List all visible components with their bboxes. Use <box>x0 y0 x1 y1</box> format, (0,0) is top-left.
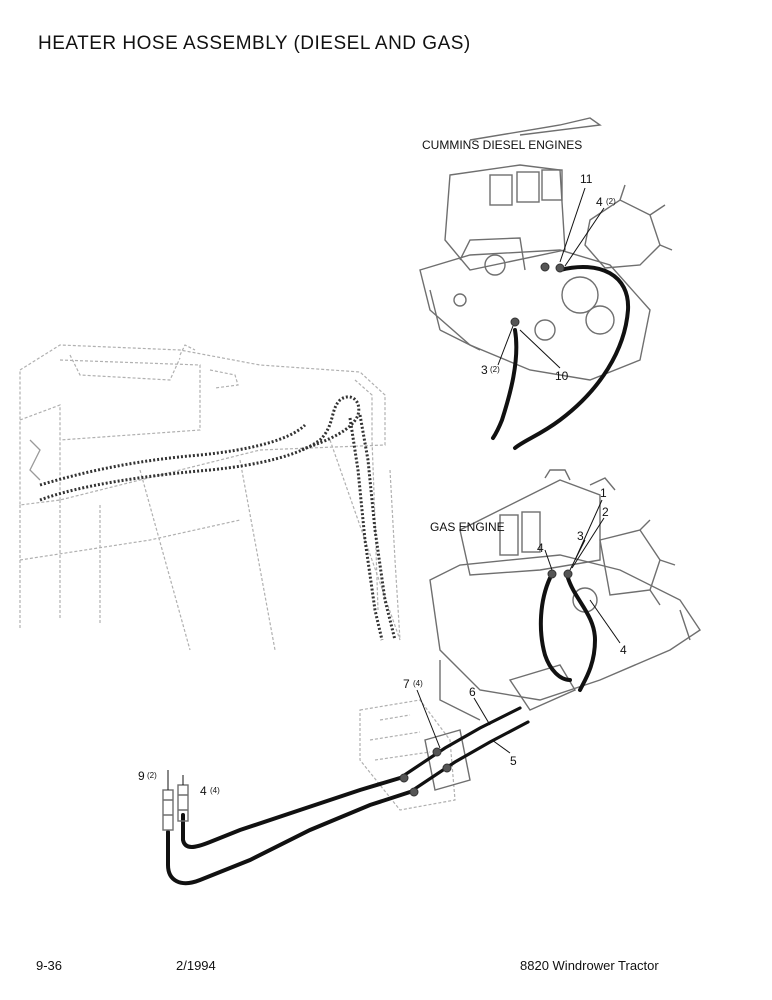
page-title: HEATER HOSE ASSEMBLY (DIESEL AND GAS) <box>38 33 471 54</box>
diesel-engine <box>419 117 673 381</box>
diesel-heater-hoses <box>491 262 631 450</box>
caption-gas-engine: GAS ENGINE <box>430 520 505 534</box>
callout-3-gas: 3 <box>577 529 584 543</box>
callout-6: 6 <box>469 685 476 699</box>
bulkhead-bracket <box>359 699 471 811</box>
callout-4-gas-right: 4 <box>620 643 627 657</box>
gas-engine <box>429 469 701 721</box>
callout-labels: 11 4 (2) 3 (2) 10 1 2 3 4 4 7 (4) 6 5 9 … <box>138 172 627 798</box>
callout-leaders <box>416 187 621 754</box>
callout-11: 11 <box>580 172 593 186</box>
cab-frame <box>19 344 401 651</box>
callout-3-diesel: 3 <box>481 363 488 377</box>
callout-4-gas-left: 4 <box>537 541 544 555</box>
hose-fittings <box>162 770 189 831</box>
callout-9: 9 <box>138 769 145 783</box>
callout-5: 5 <box>510 754 517 768</box>
callout-9-qty: (2) <box>147 771 157 780</box>
main-heater-hoses <box>166 706 530 886</box>
callout-1: 1 <box>600 486 607 500</box>
caption-diesel-engines: CUMMINS DIESEL ENGINES <box>422 138 582 152</box>
callout-4-cab: 4 <box>200 784 207 798</box>
footer-date: 2/1994 <box>176 958 216 973</box>
callout-7-qty: (4) <box>413 679 423 688</box>
gas-heater-hoses <box>538 569 598 692</box>
callout-10: 10 <box>555 369 569 383</box>
footer-page-number: 9-36 <box>36 958 63 973</box>
cab-heater-hose-routing <box>39 395 397 641</box>
footer-model: 8820 Windrower Tractor <box>520 958 659 973</box>
callout-2: 2 <box>602 505 609 519</box>
callout-4-diesel: 4 <box>596 195 603 209</box>
callout-4-diesel-qty: (2) <box>606 197 616 206</box>
callout-4-cab-qty: (4) <box>210 786 220 795</box>
callout-7: 7 <box>403 677 410 691</box>
callout-3-diesel-qty: (2) <box>490 365 500 374</box>
